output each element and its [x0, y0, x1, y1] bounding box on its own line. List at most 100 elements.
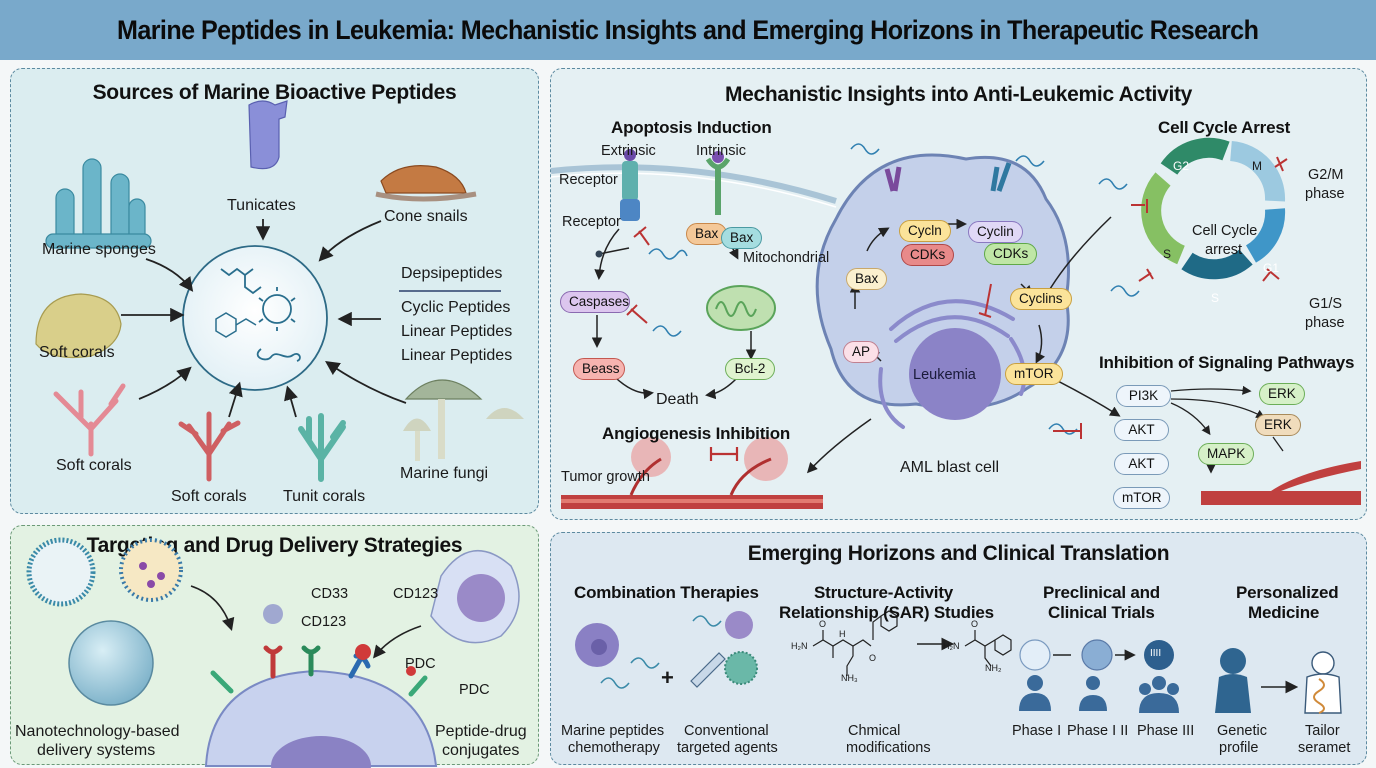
- label-marine-fungi: Marine fungi: [400, 465, 489, 482]
- targeting-panel: Targeting and Drug Delivery Strategies C…: [10, 525, 539, 768]
- target-cell: [204, 669, 438, 767]
- phase-g2: G2: [1173, 159, 1190, 173]
- blood-vessel-signaling: [1201, 461, 1361, 505]
- peptide-type-cyclic: Cyclic Peptides: [401, 299, 511, 316]
- apoptosis-heading: Apoptosis Induction: [611, 118, 772, 137]
- label-extrinsic: Extrinsic: [601, 143, 656, 159]
- label-death: Death: [656, 391, 699, 408]
- label-marine-peptides: Marine peptides: [561, 723, 665, 739]
- label-receptor-top: Receptor: [559, 172, 618, 188]
- label-nano-1: Nanotechnology-based: [15, 723, 180, 740]
- page-title: Marine Peptides in Leukemia: Mechanistic…: [117, 14, 1259, 45]
- atom-h2n-b: H₂N: [943, 641, 960, 651]
- atom-o-2: O: [869, 653, 877, 663]
- label-nano-2: delivery systems: [37, 742, 156, 759]
- atom-h: H: [839, 629, 846, 639]
- label-conventional: Conventional: [684, 723, 769, 739]
- label-profile: profile: [1219, 740, 1259, 756]
- marine-sponges-icon: [45, 158, 152, 249]
- label-tailor: Tailor: [1305, 723, 1340, 739]
- label-modifications: modifications: [846, 740, 931, 756]
- label-mitochondrial: Mitochondrial: [743, 250, 830, 266]
- cell-cycle-center-1: Cell Cycle: [1192, 223, 1258, 239]
- pill-erk-2: ERK: [1255, 414, 1301, 436]
- pill-cdks-2: CDKs: [984, 243, 1038, 265]
- tunit-coral-icon: [298, 413, 346, 482]
- emerging-panel: Emerging Horizons and Clinical Translati…: [550, 532, 1367, 765]
- pill-pi3k: PI3K: [1116, 385, 1171, 407]
- personalized-heading-1: Personalized: [1236, 583, 1339, 602]
- pill-ap: AP: [843, 341, 880, 363]
- targeting-illustration: [26, 537, 520, 768]
- title-bar: Marine Peptides in Leukemia: Mechanistic…: [0, 0, 1376, 60]
- syringe-icon: [690, 652, 726, 688]
- molecule-structure-1: [812, 610, 898, 676]
- sources-panel: Sources of Marine Bioactive Peptides: [10, 68, 539, 514]
- soft-coral-red-icon: [178, 411, 241, 482]
- label-g2m-1: G2/M: [1308, 167, 1344, 183]
- mechanisms-heading: Mechanistic Insights into Anti-Leukemic …: [724, 83, 1193, 106]
- cell-cycle-heading: Cell Cycle Arrest: [1158, 118, 1291, 137]
- phase1-badge: [1019, 639, 1051, 671]
- pill-cyclin: Cyclin: [968, 221, 1023, 243]
- label-soft-corals-1: Soft corals: [39, 344, 115, 361]
- marine-fungi-icon: [403, 379, 524, 461]
- label-tumor-growth: Tumor growth: [561, 469, 650, 485]
- pill-mtor-cell: mTOR: [1005, 363, 1063, 385]
- label-genetic: Genetic: [1217, 723, 1267, 739]
- mitochondrion-icon: [706, 285, 776, 331]
- blood-vessel-angiogenesis: [561, 437, 823, 509]
- peptide-type-depsipeptides: Depsipeptides: [401, 265, 503, 282]
- phase-s-left: S: [1163, 247, 1172, 261]
- pill-bcl2: Bcl-2: [725, 358, 775, 380]
- intrinsic-receptor-icon: [705, 151, 731, 215]
- mechanisms-panel: Mechanistic Insights into Anti-Leukemic …: [550, 68, 1367, 520]
- pill-cycln: Cycln: [899, 220, 951, 242]
- peptide-type-linear-1: Linear Peptides: [401, 323, 513, 340]
- pill-beass: Beass: [573, 358, 625, 380]
- label-tunicates: Tunicates: [227, 197, 296, 214]
- genetic-profile-person-icon: [1215, 648, 1251, 713]
- label-soft-corals-2: Soft corals: [56, 457, 132, 474]
- pill-akt-1: AKT: [1114, 419, 1169, 441]
- phase-g1: G1: [1263, 261, 1280, 275]
- label-cd123-left: CD123: [301, 614, 347, 630]
- cell-cycle-center-2: arrest: [1205, 242, 1243, 258]
- aml-blast-cell: [815, 153, 1070, 410]
- label-seramet: seramet: [1298, 740, 1351, 756]
- phase3-group-icon: [1152, 676, 1166, 690]
- cone-snail-icon: [375, 165, 477, 202]
- phase-s-bottom: S: [1211, 291, 1220, 305]
- tunicate-icon: [248, 100, 288, 170]
- phase2-person-icon: [1086, 676, 1100, 690]
- label-cone-snails: Cone snails: [384, 208, 468, 225]
- extrinsic-receptor-icon: [620, 149, 640, 221]
- label-receptor-bottom: Receptor: [562, 214, 621, 230]
- personalized-heading-2: Medicine: [1248, 603, 1320, 622]
- pill-mtor-signal: mTOR: [1113, 487, 1170, 509]
- sources-illustration: [35, 100, 524, 482]
- label-phase-3: Phase III: [1137, 723, 1195, 739]
- label-nucleus-leukemia: Leukemia: [913, 367, 976, 383]
- label-phase-1-2: Phase I II: [1067, 723, 1129, 739]
- virus-icon: [724, 651, 758, 685]
- phase-m: M: [1252, 159, 1262, 173]
- label-chmical: Chmical: [848, 723, 901, 739]
- phase2-badge: [1081, 639, 1113, 671]
- nanoparticle-icon: [119, 538, 183, 602]
- cell-cycle-ring: [1141, 137, 1286, 280]
- atom-o-1: O: [819, 619, 827, 629]
- signaling-heading: Inhibition of Signaling Pathways: [1099, 353, 1355, 372]
- nano-sphere-icon: [68, 620, 154, 706]
- label-pdc-line1: Peptide-drug: [435, 723, 527, 740]
- label-g1s-2: phase: [1305, 315, 1345, 331]
- label-g2m-2: phase: [1305, 186, 1345, 202]
- pill-caspases: Caspases: [560, 291, 630, 313]
- sar-heading-1: Structure-Activity: [814, 583, 954, 602]
- emerging-heading: Emerging Horizons and Clinical Translati…: [747, 542, 1170, 565]
- plus-sign: +: [661, 665, 674, 690]
- phase1-person-icon: [1027, 675, 1043, 691]
- peptide-icons: [648, 143, 1140, 435]
- nucleus: [909, 328, 1001, 420]
- soft-coral-pink-icon: [53, 383, 126, 457]
